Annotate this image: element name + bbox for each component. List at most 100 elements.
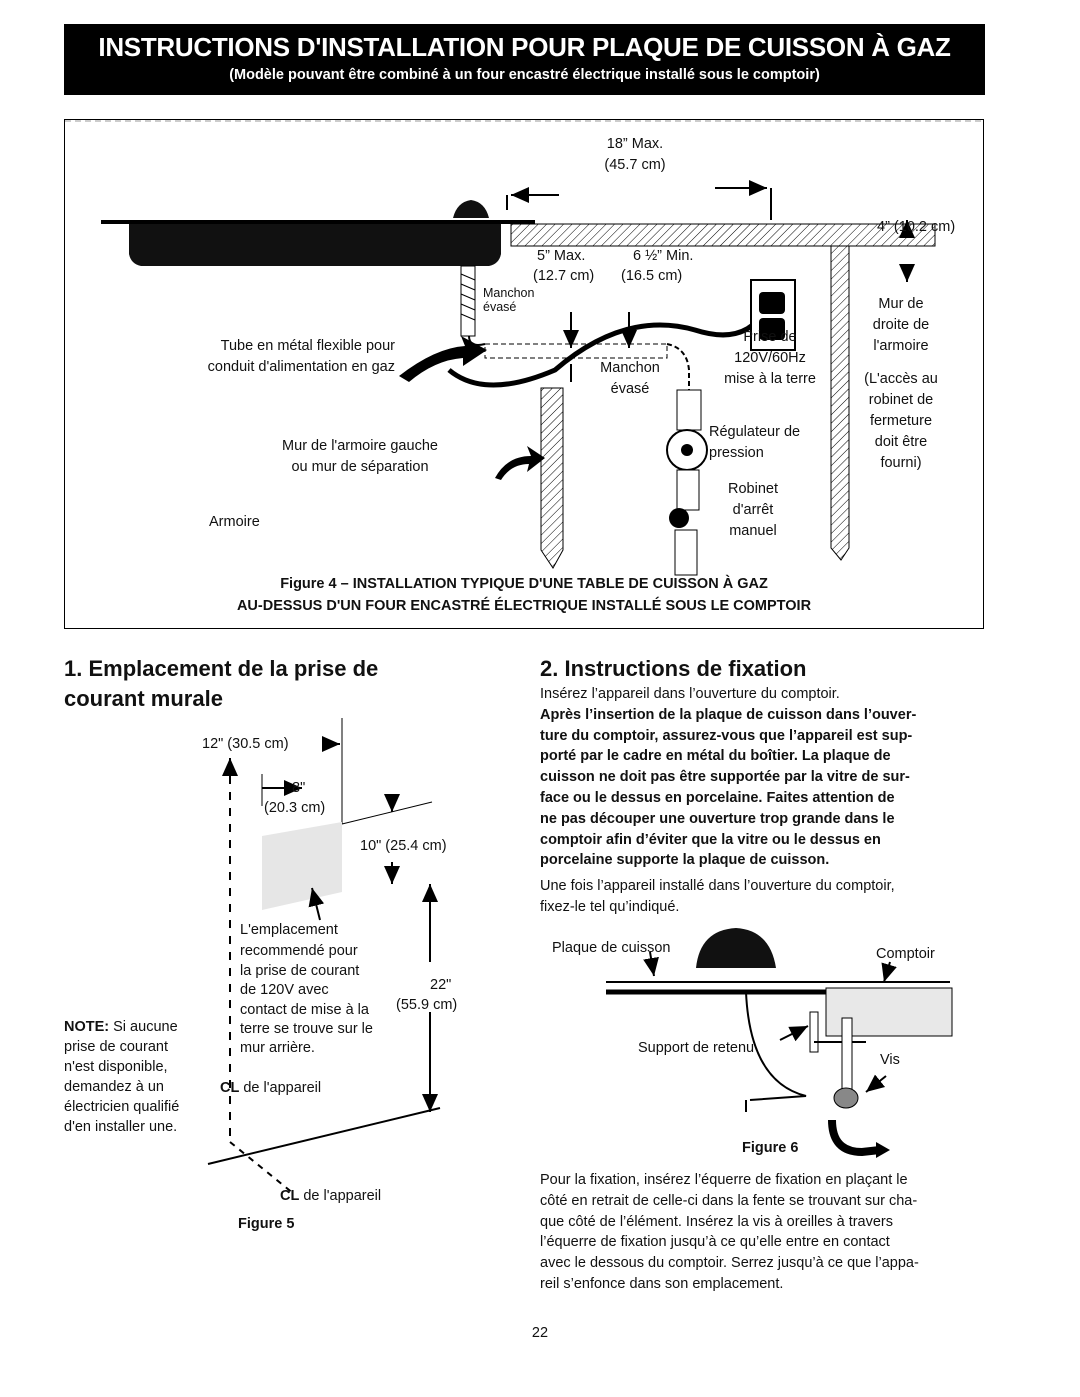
final-line-3: que côté de l’élément. Insérez la vis à … [540,1213,894,1230]
plaque-label: Plaque de cuisson [552,940,671,956]
tube-label-1: Tube en métal flexible pour [220,338,395,354]
note-line-3: n'est disponible, [64,1059,168,1075]
final-line-4: l’équerre de fixation jusqu’à ce qu’elle… [540,1234,890,1251]
comptoir-label: Comptoir [876,946,935,962]
figure-6: Plaque de cuisson Comptoir Support de re… [540,922,980,1167]
note-line-5: électricien qualifié [64,1099,180,1115]
section-2-final: Pour la fixation, insérez l’équerre de f… [540,1170,990,1295]
dim-5-in: 5” Max. [537,248,586,264]
section-1-heading: 1. Emplacement de la prise de courant mu… [64,654,464,714]
cl-symbol-2: CL [280,1188,300,1204]
dim-6-in: 6 ½” Min. [633,248,694,264]
manchon-small-1: Manchon [483,286,535,300]
acces-5: fourni) [880,455,922,471]
section-1-heading-line-1: 1. Emplacement de la prise de [64,656,379,681]
manchon-label-2: évasé [610,381,650,397]
note-line-6: d'en installer une. [64,1119,178,1135]
regulateur-2: pression [709,445,764,461]
note-text-1: Si aucune [109,1019,178,1035]
section-2-bold-2: ture du comptoir, assurez-vous que l’app… [540,727,913,744]
acces-4: doit être [874,434,928,450]
dim-12: 12" (30.5 cm) [202,736,289,752]
section-2: 2. Instructions de fixation Insérez l’ap… [540,654,990,918]
cl-text-1: de l'appareil [239,1080,322,1096]
mur-gauche-2: ou mur de séparation [291,459,429,475]
section-2-bold-8: porcelaine supporte la plaque de cuisson… [540,852,830,869]
note-bold: NOTE: [64,1019,110,1035]
final-line-1: Pour la fixation, insérez l’équerre de f… [540,1172,908,1188]
section-2-intro: Insérez l’appareil dans l’ouverture du c… [540,686,840,702]
emplacement-3: la prise de courant [240,963,360,979]
dim-18-in: 18” Max. [606,136,664,152]
emplacement-5: contact de mise à la [240,1002,369,1018]
final-line-5: avec le dessous du comptoir. Serrez jusq… [540,1255,919,1272]
manchon-small-2: évasé [483,300,517,314]
cl-text-2: de l'appareil [299,1188,382,1204]
section-2-bold-5: face ou le dessus en porcelaine. Faites … [540,789,895,806]
dim-8-cm: (20.3 cm) [264,800,326,816]
armoire-label: Armoire [209,514,260,530]
mur-droite-3: l'armoire [873,338,929,354]
robinet-1: Robinet [728,481,778,497]
final-line-2: côté en retrait de celle-ci dans la fent… [540,1192,918,1209]
robinet-2: d'arrêt [732,502,774,518]
section-2-bold-3: porté par le cadre en métal du boîtier. … [540,748,891,765]
page-header: INSTRUCTIONS D'INSTALLATION POUR PLAQUE … [64,24,985,95]
section-2-bold-4: cuisson ne doit pas être supportée par l… [540,769,910,786]
support-label: Support de retenu [638,1040,755,1056]
mur-gauche-1: Mur de l'armoire gauche [282,438,438,454]
section-2-heading: 2. Instructions de fixation [540,656,807,681]
figure-4: 18” Max. (45.7 cm) 4” (10.2 cm) 5” Max. … [64,119,984,629]
mur-droite-1: Mur de [878,296,924,312]
figure-6-drawing [606,928,953,1158]
cl-label-2: CL de l'appareil [280,1186,381,1207]
prise-label-2: 120V/60Hz [734,350,806,366]
emplacement-2: recommendé pour [240,943,358,959]
note-line-1: NOTE: Si aucune [64,1017,178,1038]
dim-22-in: 22" [430,977,452,993]
regulateur-1: Régulateur de [709,424,801,440]
figure-5: 12" (30.5 cm) 8" (20.3 cm) 10" (25.4 cm)… [64,712,484,1232]
figure-4-caption-2: AU-DESSUS D'UN FOUR ENCASTRÉ ÉLECTRIQUE … [236,598,812,614]
section-2-after-2: fixez-le tel qu’indiqué. [540,898,680,915]
prise-label-1: Prise de [743,329,797,345]
figure-4-drawing [65,120,983,576]
figure-6-label: Figure 6 [742,1140,799,1156]
emplacement-7: mur arrière. [240,1040,315,1056]
section-2-after-1: Une fois l’appareil installé dans l’ouve… [540,878,895,895]
note-line-2: prise de courant [64,1039,168,1055]
dim-8-in: 8" [292,780,306,796]
dim-6-cm: (16.5 cm) [621,268,683,284]
dim-10: 10" (25.4 cm) [360,838,447,854]
page-number: 22 [531,1325,549,1341]
figure-5-drawing [207,718,441,1195]
vis-label: Vis [880,1052,900,1068]
final-line-6: reil s’enfonce dans son emplacement. [540,1275,784,1292]
note-line-4: demandez à un [64,1079,164,1095]
cl-label-1: CL de l'appareil [220,1078,321,1099]
dim-18-cm: (45.7 cm) [604,157,666,173]
section-1-heading-line-2: courant murale [64,686,223,711]
dim-22-cm: (55.9 cm) [396,997,458,1013]
emplacement-1: L'emplacement [240,922,338,938]
robinet-3: manuel [729,523,777,539]
tube-label-2: conduit d'alimentation en gaz [207,359,395,375]
acces-1: (L'accès au [864,371,938,387]
emplacement-6: terre se trouve sur le [240,1021,373,1037]
section-2-bold-1: Après l’insertion de la plaque de cuisso… [540,706,917,723]
cl-symbol-1: CL [220,1080,240,1096]
dim-5-cm: (12.7 cm) [533,268,595,284]
mur-droite-2: droite de [872,317,930,333]
figure-5-label: Figure 5 [238,1216,295,1232]
page-subtitle: (Modèle pouvant être combiné à un four e… [229,67,820,83]
manchon-label-1: Manchon [600,360,660,376]
prise-label-3: mise à la terre [724,371,816,387]
emplacement-4: de 120V avec [240,982,329,998]
section-2-bold-7: comptoir afin d’éviter que la vitre ou l… [540,831,881,848]
figure-4-caption-1: Figure 4 – INSTALLATION TYPIQUE D'UNE TA… [280,576,768,592]
dim-4: 4” (10.2 cm) [877,219,956,235]
acces-2: robinet de [868,392,934,408]
acces-3: fermeture [869,413,933,429]
section-2-bold-6: ne pas découper une ouverture trop grand… [540,810,895,827]
page-title: INSTRUCTIONS D'INSTALLATION POUR PLAQUE … [98,32,951,62]
